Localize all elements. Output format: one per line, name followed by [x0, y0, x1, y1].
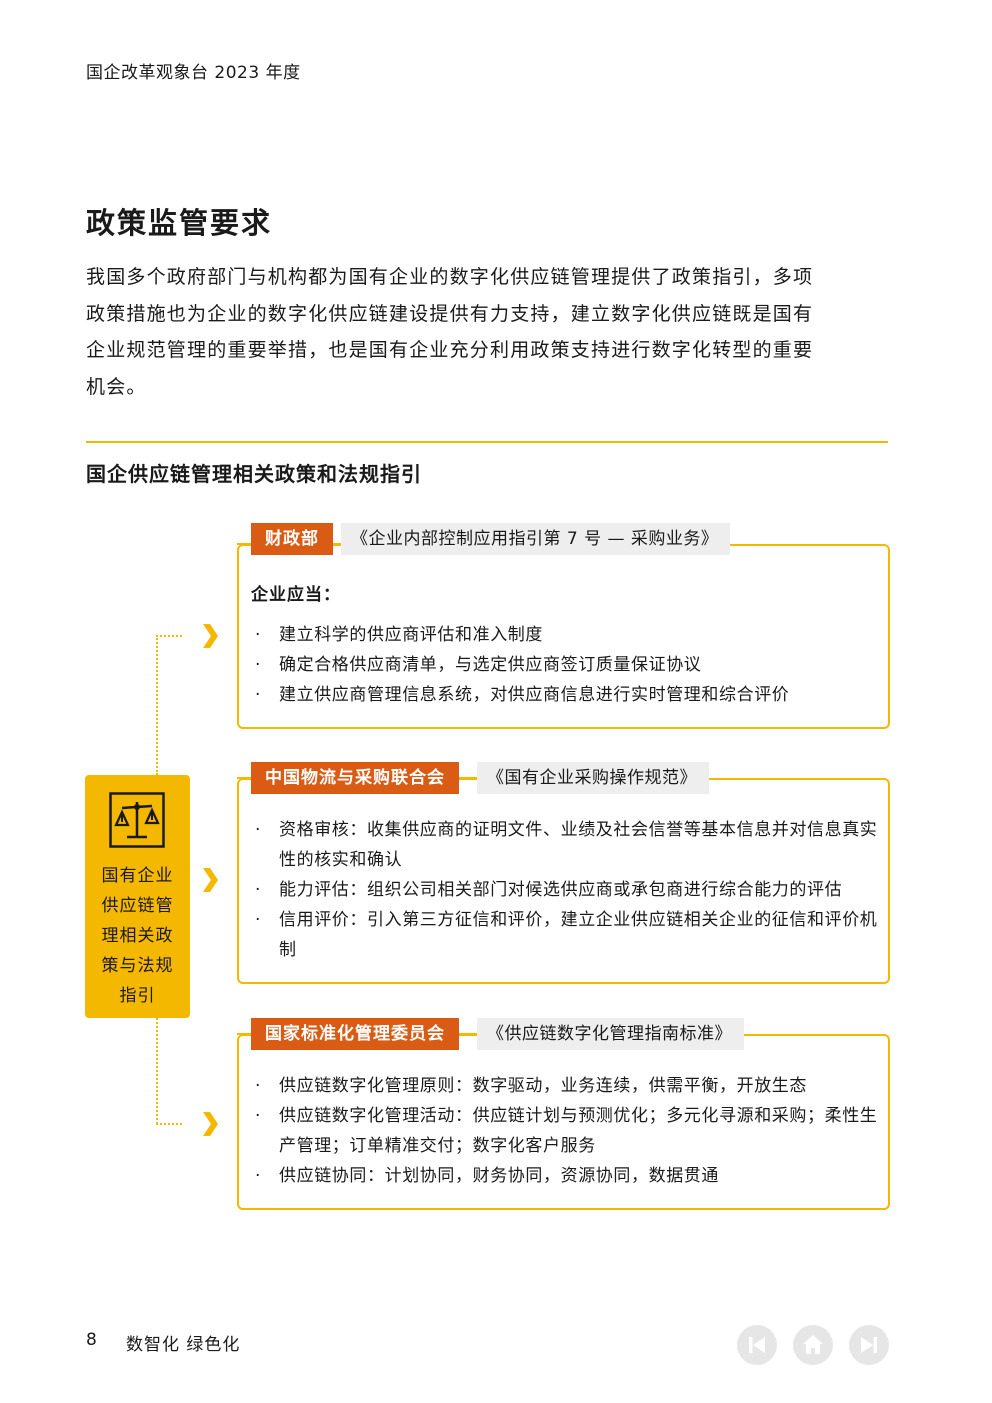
- list-item: 供应链数字化管理原则：数字驱动，业务连续，供需平衡，开放生态: [255, 1071, 885, 1101]
- agency-tag: 中国物流与采购联合会: [251, 762, 459, 794]
- first-page-button[interactable]: [737, 1325, 777, 1365]
- bullet-list: 资格审核：收集供应商的证明文件、业绩及社会信誉等基本信息并对信息真实性的核实和确…: [255, 815, 885, 965]
- connector-bottom: [156, 1018, 158, 1124]
- card-lead-text: 企业应当：: [251, 585, 341, 605]
- center-label-line: 策与法规: [101, 956, 174, 976]
- first-page-icon: [749, 1337, 765, 1353]
- center-topic-box: 国有企业 供应链管 理相关政 策与法规 指引: [85, 775, 190, 1018]
- home-button[interactable]: [793, 1325, 833, 1365]
- section-divider: [86, 441, 888, 443]
- home-icon: [803, 1335, 823, 1354]
- document-title: 《供应链数字化管理指南标准》: [477, 1018, 744, 1050]
- connector-top-h: [156, 635, 182, 637]
- bullet-list: 供应链数字化管理原则：数字驱动，业务连续，供需平衡，开放生态 供应链数字化管理活…: [255, 1071, 885, 1191]
- chevron-right-icon: [203, 868, 218, 892]
- list-item: 能力评估：组织公司相关部门对候选供应商或承包商进行综合能力的评估: [255, 875, 885, 905]
- list-item: 确定合格供应商清单，与选定供应商签订质量保证协议: [255, 650, 885, 680]
- intro-paragraph: 我国多个政府部门与机构都为国有企业的数字化供应链管理提供了政策指引，多项 政策措…: [86, 259, 894, 405]
- intro-line: 我国多个政府部门与机构都为国有企业的数字化供应链管理提供了政策指引，多项: [86, 266, 814, 288]
- scale-balance-icon: [109, 792, 165, 848]
- list-item: 供应链协同：计划协同，财务协同，资源协同，数据贯通: [255, 1161, 885, 1191]
- center-label-line: 指引: [119, 986, 156, 1006]
- page-number: 8: [86, 1330, 97, 1350]
- center-label-line: 供应链管: [101, 896, 174, 916]
- list-item: 供应链数字化管理活动：供应链计划与预测优化；多元化寻源和采购；柔性生产管理；订单…: [255, 1101, 885, 1161]
- center-label-line: 理相关政: [101, 926, 174, 946]
- connector-top: [156, 635, 158, 775]
- section-title: 政策监管要求: [86, 206, 273, 240]
- last-page-icon: [861, 1337, 877, 1353]
- connector-bottom-h: [156, 1123, 182, 1125]
- footer-section-name: 数智化 绿色化: [126, 1335, 241, 1355]
- document-title: 《企业内部控制应用指引第 7 号 — 采购业务》: [341, 523, 731, 555]
- bullet-list: 建立科学的供应商评估和准入制度 确定合格供应商清单，与选定供应商签订质量保证协议…: [255, 620, 885, 710]
- intro-line: 企业规范管理的重要举措，也是国有企业充分利用政策支持进行数字化转型的重要: [86, 339, 814, 361]
- center-label-line: 国有企业: [101, 866, 174, 886]
- intro-line: 政策措施也为企业的数字化供应链建设提供有力支持，建立数字化供应链既是国有: [86, 302, 814, 325]
- list-item: 信用评价：引入第三方征信和评价，建立企业供应链相关企业的征信和评价机制: [255, 905, 885, 965]
- running-header: 国企改革观象台 2023 年度: [86, 63, 301, 83]
- agency-tag: 财政部: [251, 523, 333, 555]
- center-topic-label: 国有企业 供应链管 理相关政 策与法规 指引: [93, 861, 182, 1011]
- document-title: 《国有企业采购操作规范》: [477, 762, 709, 794]
- agency-tag: 国家标准化管理委员会: [251, 1018, 459, 1050]
- chevron-right-icon: [203, 1112, 218, 1136]
- last-page-button[interactable]: [849, 1325, 889, 1365]
- list-item: 建立科学的供应商评估和准入制度: [255, 620, 885, 650]
- list-item: 建立供应商管理信息系统，对供应商信息进行实时管理和综合评价: [255, 680, 885, 710]
- list-item: 资格审核：收集供应商的证明文件、业绩及社会信誉等基本信息并对信息真实性的核实和确…: [255, 815, 885, 875]
- intro-line: 机会。: [86, 375, 147, 398]
- chevron-right-icon: [203, 624, 218, 648]
- diagram-title: 国企供应链管理相关政策和法规指引: [86, 462, 422, 486]
